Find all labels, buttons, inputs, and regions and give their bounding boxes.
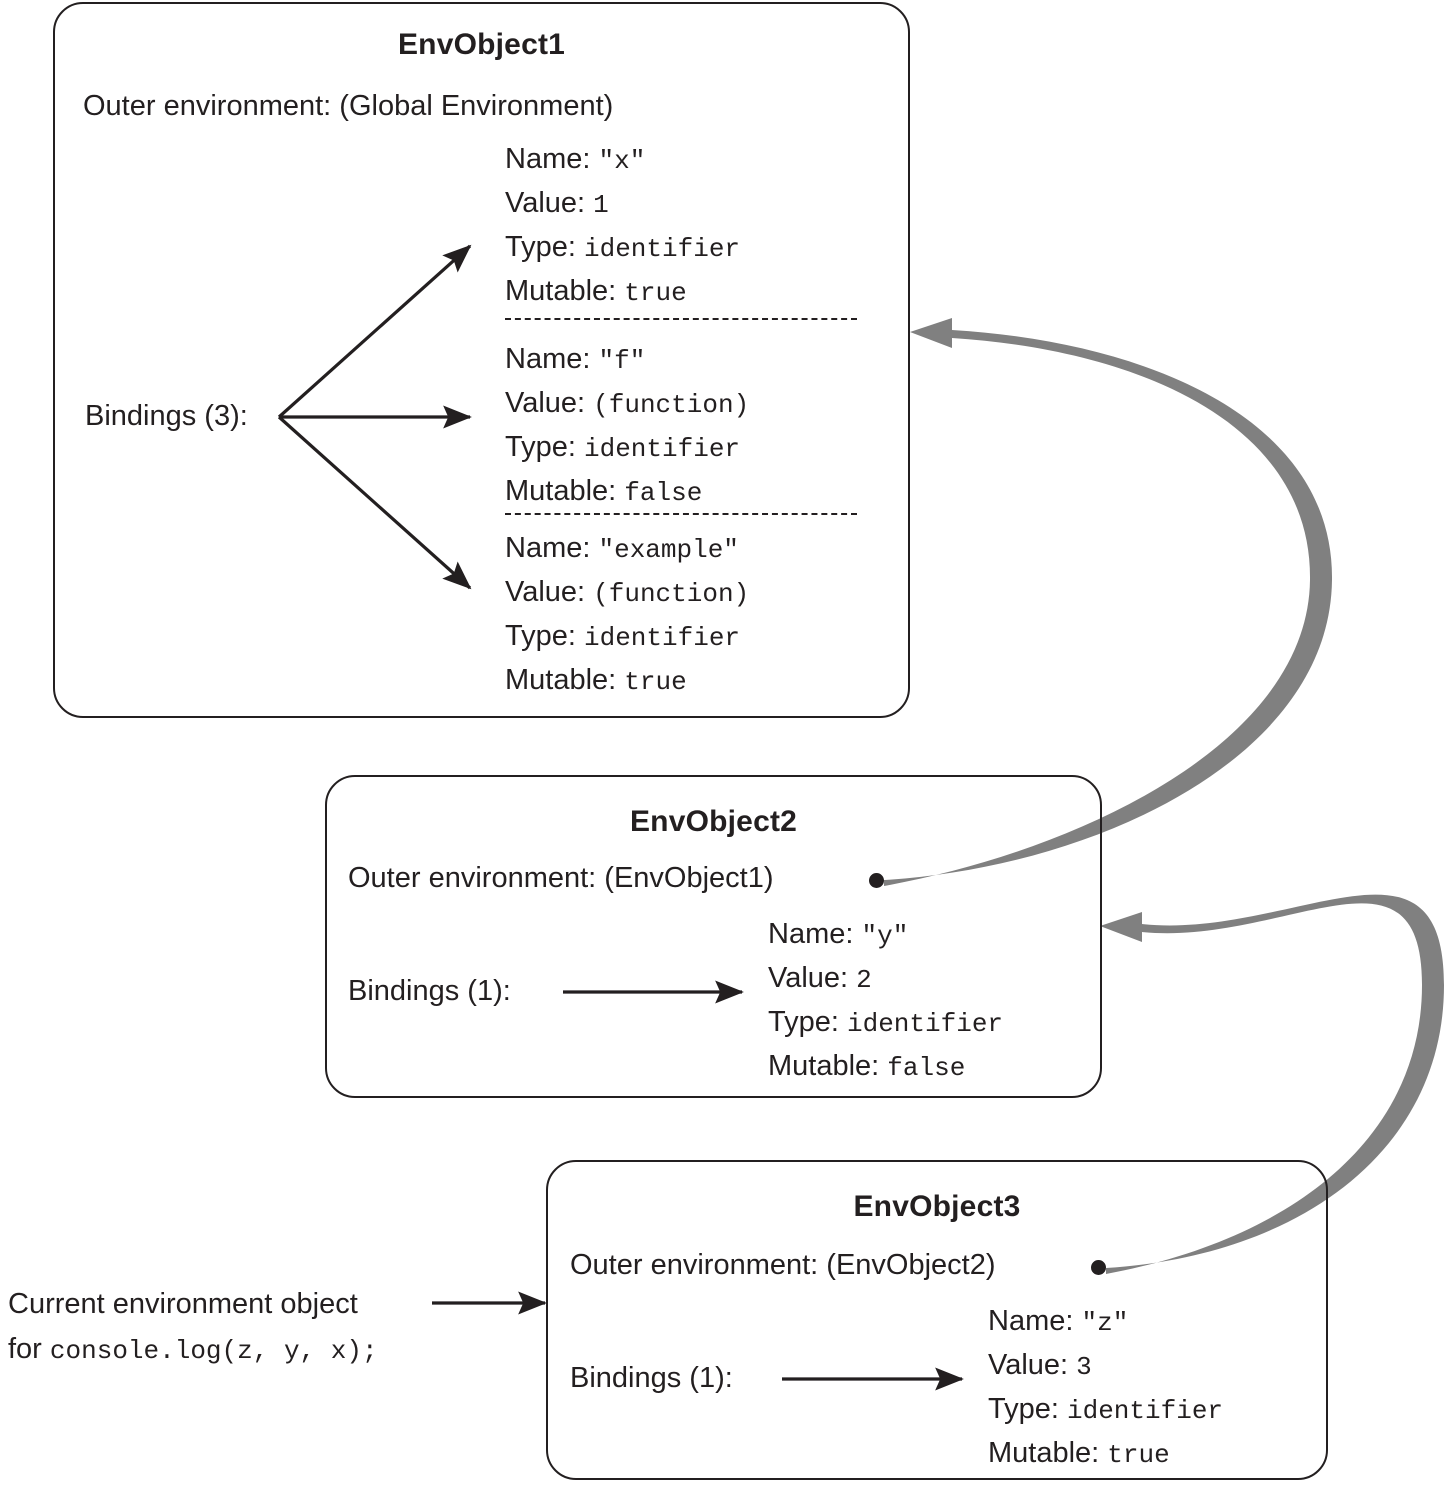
binding-name-value: "example" xyxy=(598,535,739,565)
env-object-3-outer-env-anchor-dot xyxy=(1091,1260,1106,1275)
binding-type-row: Type: identifier xyxy=(988,1388,1223,1432)
binding-value-label: Value: xyxy=(505,387,586,419)
binding-separator-2 xyxy=(505,513,857,515)
binding-mutable-row: Mutable: false xyxy=(768,1045,1003,1089)
binding-value-row: Value: (function) xyxy=(505,571,749,615)
binding-entry-f: Name: "f" Value: (function) Type: identi… xyxy=(505,338,749,514)
outer-environment-label: Outer environment: xyxy=(83,90,332,122)
binding-mutable-label: Mutable: xyxy=(505,475,617,507)
binding-type-row: Type: identifier xyxy=(768,1001,1003,1045)
current-environment-caption: Current environment object for console.l… xyxy=(8,1282,378,1374)
env-object-1-bindings-label: Bindings (3): xyxy=(85,400,248,432)
binding-value-label: Value: xyxy=(768,962,849,994)
binding-value-value: (function) xyxy=(593,390,750,420)
binding-value-label: Value: xyxy=(988,1349,1069,1381)
binding-mutable-label: Mutable: xyxy=(988,1437,1100,1469)
binding-type-label: Type: xyxy=(505,431,576,463)
outer-environment-label: Outer environment: xyxy=(570,1249,819,1281)
binding-value-value: (function) xyxy=(593,579,750,609)
env-object-2-bindings-label: Bindings (1): xyxy=(348,975,511,1007)
env-object-3-bindings-label: Bindings (1): xyxy=(570,1362,733,1394)
binding-separator-1 xyxy=(505,318,857,320)
binding-name-value: "f" xyxy=(598,346,646,376)
binding-type-value: identifier xyxy=(847,1009,1004,1039)
binding-name-row: Name: "x" xyxy=(505,138,740,182)
binding-type-row: Type: identifier xyxy=(505,226,740,270)
binding-name-value: "x" xyxy=(598,146,646,176)
binding-type-label: Type: xyxy=(505,620,576,652)
binding-name-label: Name: xyxy=(768,918,854,950)
binding-mutable-row: Mutable: true xyxy=(988,1432,1223,1476)
binding-entry-x: Name: "x" Value: 1 Type: identifier Muta… xyxy=(505,138,740,314)
env-object-2-box xyxy=(325,775,1102,1098)
env-object-2-outer-env-anchor-dot xyxy=(869,873,884,888)
binding-type-label: Type: xyxy=(988,1393,1059,1425)
env-object-2-outer-environment: Outer environment: (EnvObject1) xyxy=(348,862,774,895)
caption-line-2: for console.log(z, y, x); xyxy=(8,1327,378,1374)
binding-type-value: identifier xyxy=(584,623,741,653)
binding-name-label: Name: xyxy=(505,143,591,175)
binding-mutable-label: Mutable: xyxy=(505,664,617,696)
scope-link-env3-to-env2 xyxy=(1100,894,1444,1274)
binding-value-row: Value: (function) xyxy=(505,382,749,426)
outer-environment-value: (EnvObject2) xyxy=(826,1249,996,1281)
binding-name-label: Name: xyxy=(505,343,591,375)
binding-value-label: Value: xyxy=(505,576,586,608)
binding-name-label: Name: xyxy=(505,532,591,564)
binding-name-label: Name: xyxy=(988,1305,1074,1337)
env-object-2-title: EnvObject2 xyxy=(629,805,798,838)
binding-arrow-x xyxy=(277,244,472,419)
binding-name-row: Name: "z" xyxy=(988,1300,1223,1344)
binding-type-value: identifier xyxy=(1067,1396,1224,1426)
binding-value-row: Value: 2 xyxy=(768,957,1003,1001)
binding-value-value: 1 xyxy=(593,190,609,220)
binding-type-value: identifier xyxy=(584,234,741,264)
env-object-1-box xyxy=(53,2,910,718)
env-object-3-title: EnvObject3 xyxy=(853,1190,1021,1223)
binding-type-label: Type: xyxy=(768,1006,839,1038)
binding-arrow-example xyxy=(277,415,472,590)
binding-mutable-value: false xyxy=(887,1053,966,1083)
binding-mutable-value: true xyxy=(624,278,687,308)
env-object-3-outer-environment: Outer environment: (EnvObject2) xyxy=(570,1249,996,1282)
env-object-1-outer-environment: Outer environment: (Global Environment) xyxy=(83,90,613,123)
caption-line-1: Current environment object xyxy=(8,1288,358,1320)
env-object-1-title: EnvObject1 xyxy=(397,28,566,61)
outer-environment-value: (EnvObject1) xyxy=(604,862,774,894)
binding-type-row: Type: identifier xyxy=(505,426,749,470)
binding-mutable-value: false xyxy=(624,478,703,508)
binding-name-row: Name: "f" xyxy=(505,338,749,382)
binding-mutable-label: Mutable: xyxy=(768,1050,880,1082)
binding-mutable-row: Mutable: true xyxy=(505,659,749,703)
outer-environment-label: Outer environment: xyxy=(348,862,597,894)
binding-entry-y: Name: "y" Value: 2 Type: identifier Muta… xyxy=(768,913,1003,1089)
outer-environment-value: (Global Environment) xyxy=(339,90,614,122)
binding-type-value: identifier xyxy=(584,434,741,464)
binding-entry-z: Name: "z" Value: 3 Type: identifier Muta… xyxy=(988,1300,1223,1476)
binding-type-label: Type: xyxy=(505,231,576,263)
binding-type-row: Type: identifier xyxy=(505,615,749,659)
binding-mutable-label: Mutable: xyxy=(505,275,617,307)
binding-value-value: 2 xyxy=(856,965,872,995)
binding-name-value: "z" xyxy=(1081,1308,1129,1338)
binding-mutable-value: true xyxy=(624,667,687,697)
binding-mutable-value: true xyxy=(1107,1440,1170,1470)
binding-entry-example: Name: "example" Value: (function) Type: … xyxy=(505,527,749,703)
binding-name-row: Name: "example" xyxy=(505,527,749,571)
binding-value-label: Value: xyxy=(505,187,586,219)
binding-mutable-row: Mutable: true xyxy=(505,270,740,314)
binding-name-row: Name: "y" xyxy=(768,913,1003,957)
env-object-3-box xyxy=(546,1160,1328,1480)
binding-value-row: Value: 3 xyxy=(988,1344,1223,1388)
caption-console-log-code: console.log(z, y, x); xyxy=(49,1336,378,1366)
binding-value-row: Value: 1 xyxy=(505,182,740,226)
binding-mutable-row: Mutable: false xyxy=(505,470,749,514)
binding-name-value: "y" xyxy=(861,921,909,951)
binding-value-value: 3 xyxy=(1076,1352,1092,1382)
caption-line-2-prefix: for xyxy=(8,1333,50,1365)
